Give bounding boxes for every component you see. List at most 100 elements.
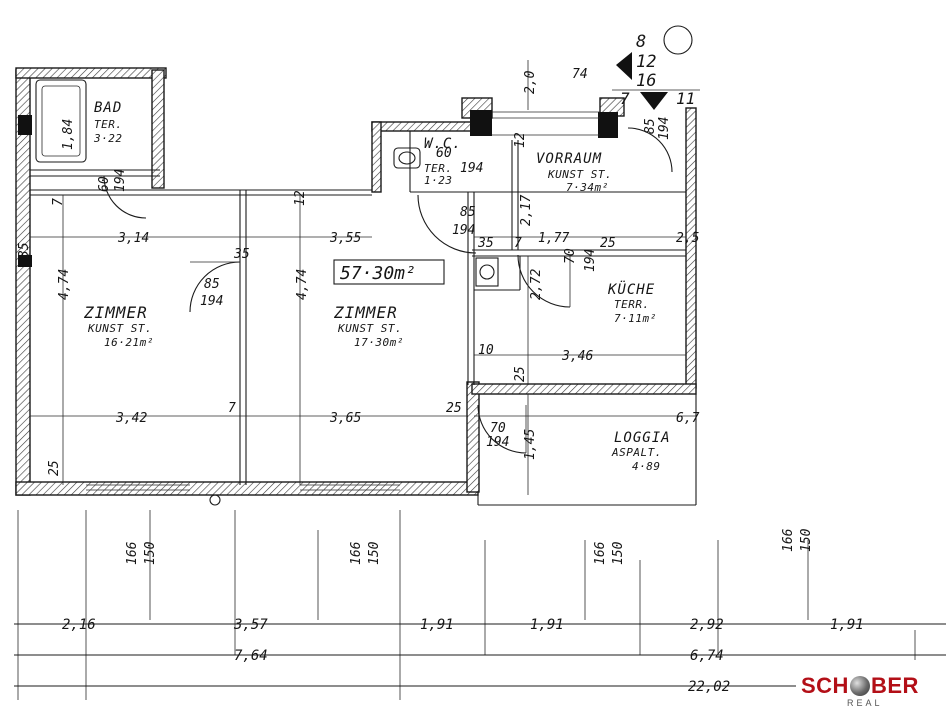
dimension-labels: 2,0 74 1,84 60 194 60 194 12 85 194 7 35… (17, 67, 700, 476)
height-label: 150 (143, 541, 158, 565)
facade-dim-label: 2,92 (690, 617, 724, 633)
height-label: 166 (125, 541, 140, 565)
dim-label: 10 (478, 343, 494, 358)
dim-label: 7 (514, 236, 522, 251)
dim-label: 3,46 (561, 349, 593, 364)
dim-label: 25 (513, 366, 528, 382)
stair-numbers: 8 12 16 7 11 (620, 32, 695, 108)
room-floor: TER. (94, 118, 123, 131)
stair-number-right: 11 (676, 89, 695, 108)
logo-text-right: BER (870, 673, 919, 698)
dim-label: 194 (113, 169, 128, 192)
room-area: 7·11m² (614, 312, 657, 325)
dim-label: 3,42 (115, 411, 147, 426)
room-zimmer-2: ZIMMER KUNST ST. 17·30m² (333, 303, 404, 349)
dim-label: 85 (643, 118, 658, 134)
dim-label: 2,72 (529, 269, 544, 300)
height-label: 166 (593, 541, 608, 565)
room-name: ZIMMER (83, 303, 148, 322)
room-floor: KUNST ST. (547, 168, 612, 181)
stair-number-mid: 12 (636, 52, 656, 72)
windows (86, 111, 600, 506)
dim-label: 7 (51, 198, 66, 206)
height-label: 150 (367, 541, 382, 565)
dim-label: 25 (600, 236, 616, 251)
dim-label: 2,5 (676, 231, 700, 246)
facade-dim-label: 3,57 (233, 617, 268, 633)
logo-subtitle: REAL (847, 698, 883, 708)
dim-label: 194 (657, 117, 672, 140)
dim-label: 4,74 (57, 269, 72, 300)
logo-wordmark: SCH BER (801, 673, 919, 699)
dim-label: 3,55 (329, 231, 361, 246)
dim-label: 194 (583, 249, 598, 272)
facade-dim-label: 6,74 (690, 648, 724, 664)
room-area: 17·30m² (354, 336, 404, 349)
exterior-walls (15, 67, 697, 496)
room-vorraum: VORRAUM KUNST ST. 7·34m² (536, 151, 612, 194)
dim-label: 2,0 (523, 70, 538, 94)
dim-label: 25 (446, 401, 462, 416)
dim-label: 74 (572, 67, 588, 82)
total-area-label: 57·30m² (340, 263, 416, 284)
stair-number-left: 7 (620, 89, 630, 108)
schober-real-logo: SCH BER REAL (797, 665, 945, 713)
dim-label: 70 (490, 421, 506, 436)
dimension-lines (30, 60, 696, 495)
room-name: ZIMMER (333, 303, 398, 322)
dim-label: 194 (460, 161, 483, 176)
room-area: 3·22 (93, 132, 123, 145)
logo-text-left: SCH (801, 673, 849, 698)
dim-label: 25 (47, 460, 62, 476)
stair-marker (612, 52, 700, 110)
dim-label: 1,45 (523, 429, 538, 460)
room-name: W.C. (424, 136, 462, 152)
facade-dim-label: 1,91 (530, 617, 564, 633)
globe-icon (849, 676, 870, 696)
height-label: 150 (611, 541, 626, 565)
room-wc: W.C. TER. 1·23 (424, 136, 462, 187)
room-name: VORRAUM (536, 151, 602, 167)
dim-label: 35 (17, 242, 32, 259)
dim-label: 1,77 (538, 231, 569, 246)
sanitary-fixtures (35, 25, 693, 287)
door-swings (103, 127, 673, 454)
stair-number-bottom: 16 (636, 71, 656, 91)
dim-label: 3,14 (117, 231, 149, 246)
height-label: 150 (799, 528, 814, 552)
dim-label: 60 (436, 146, 452, 161)
facade-dimensions: 2,16 3,57 1,91 1,91 2,92 1,91 7,64 6,74 … (62, 617, 864, 695)
room-bad: BAD TER. 3·22 (93, 100, 123, 145)
dim-label: 60 (97, 176, 112, 192)
dim-label: 70 (563, 248, 578, 264)
dim-label: 194 (486, 435, 509, 450)
room-area: 4·89 (632, 460, 661, 473)
room-floor: TERR. (614, 298, 650, 311)
room-area: 7·34m² (566, 181, 609, 194)
dim-label: 35 (477, 236, 494, 251)
room-area: 1·23 (424, 174, 453, 187)
room-loggia: LOGGIA ASPALT. 4·89 (611, 430, 670, 473)
interior-walls (30, 131, 697, 506)
dim-label: 194 (200, 294, 223, 309)
facade-dim-label: 22,02 (688, 679, 730, 695)
height-label: 166 (349, 541, 364, 565)
room-kueche: KÜCHE TERR. 7·11m² (607, 280, 657, 325)
height-label: 166 (781, 528, 796, 552)
dim-label: 12 (513, 132, 528, 148)
room-floor: KUNST ST. (337, 322, 402, 335)
dim-label: 6,7 (676, 411, 700, 426)
room-zimmer-1: ZIMMER KUNST ST. 16·21m² (83, 303, 154, 349)
room-floor: ASPALT. (611, 446, 662, 459)
dim-label: 85 (460, 205, 476, 220)
dim-label: 12 (293, 190, 308, 206)
room-area: 16·21m² (104, 336, 154, 349)
room-floor: TER. (424, 162, 453, 175)
facade-grid (14, 510, 946, 700)
facade-dim-label: 1,91 (830, 617, 864, 633)
dim-label: 2,17 (519, 195, 534, 226)
dim-label: 4,74 (295, 269, 310, 300)
pillars (18, 110, 618, 267)
dim-label: 3,65 (329, 411, 361, 426)
